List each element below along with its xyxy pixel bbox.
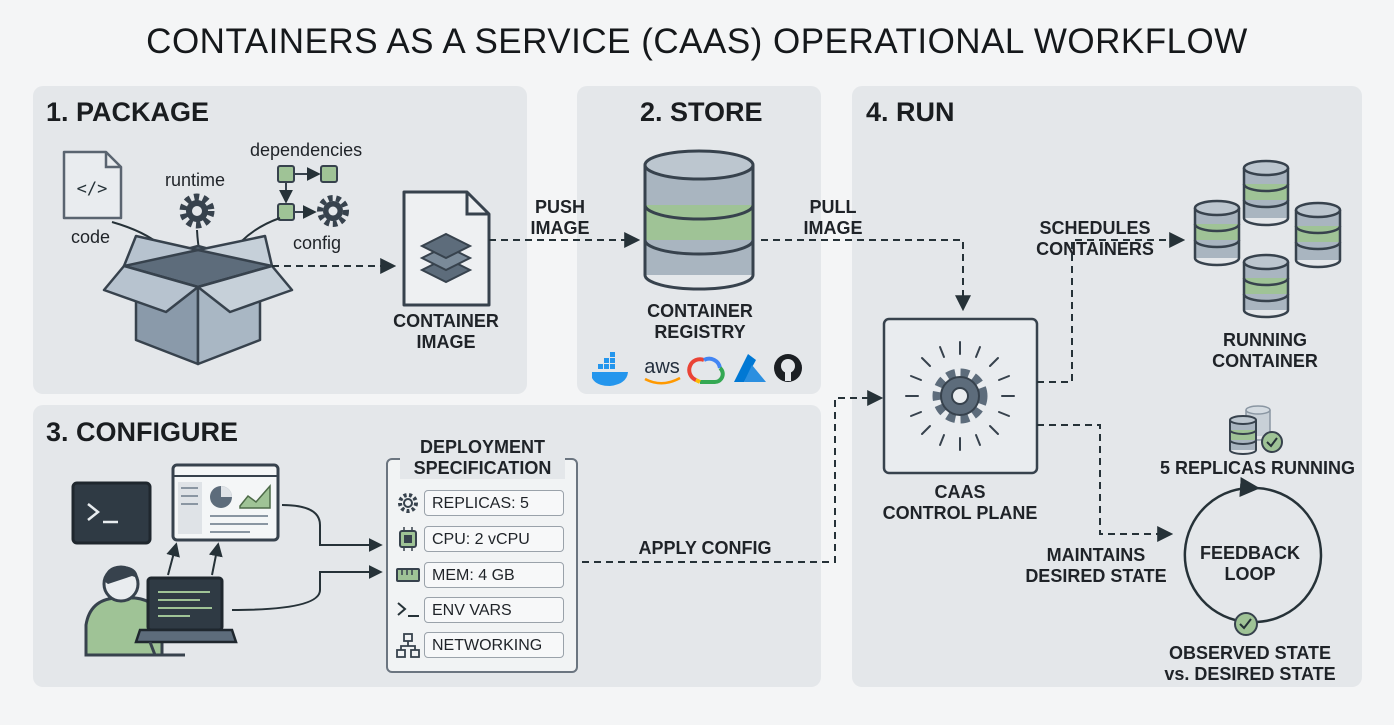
apply-config-label: APPLY CONFIG [638, 538, 772, 558]
container-registry-label-line2: REGISTRY [654, 322, 746, 342]
aws-text: aws [644, 356, 680, 378]
dependencies-graph-icon [277, 165, 338, 221]
aws-logo: aws [644, 356, 681, 385]
feedback-loop-label-line2: LOOP [1224, 564, 1276, 584]
schedules-containers-arrow [1037, 232, 1186, 383]
feedback-loop-icon [1183, 477, 1323, 636]
apply-config-arrow [582, 390, 884, 563]
pull-image-label: PULL IMAGE [793, 197, 873, 239]
laptop-to-dashboard-arrow [208, 542, 223, 576]
observed-state-label: OBSERVED STATE vs. DESIRED STATE [1160, 643, 1340, 685]
running-db-1 [1193, 199, 1241, 267]
running-db-2 [1242, 159, 1290, 227]
spec-row-env-vars: ENV VARS [424, 597, 564, 623]
running-container-databases [1193, 159, 1342, 319]
deployment-spec-title: DEPLOYMENT SPECIFICATION [400, 437, 565, 479]
configure-title: 3. CONFIGURE [46, 417, 239, 447]
spec-network-icon [396, 633, 420, 658]
observed-state-label-line2: vs. DESIRED STATE [1164, 664, 1336, 684]
github-icon [774, 354, 802, 382]
spec-terminal-icon [397, 602, 419, 617]
pull-image-label-line2: IMAGE [803, 218, 863, 238]
dashboard-to-spec-arrow [281, 504, 383, 552]
pull-image-label-line1: PULL [809, 197, 857, 217]
feedback-loop-label: FEEDBACK LOOP [1190, 543, 1310, 585]
push-image-label: PUSH IMAGE [520, 197, 600, 239]
schedules-containers-label: SCHEDULES CONTAINERS [1030, 218, 1160, 260]
store-title: 2. STORE [640, 97, 763, 127]
svg-text:</>: </> [77, 179, 108, 199]
code-label: code [71, 227, 111, 247]
running-db-3 [1294, 201, 1342, 269]
spec-row-memory: MEM: 4 GB [424, 562, 564, 588]
spec-cpu-icon [399, 527, 417, 551]
push-image-label-line2: IMAGE [530, 218, 590, 238]
container-image-label-line1: CONTAINER [393, 311, 499, 331]
deployment-spec-title-line2: SPECIFICATION [413, 458, 552, 478]
running-container-label-line1: RUNNING [1223, 330, 1307, 350]
runtime-gear-icon [179, 193, 215, 229]
spec-gear-icon [398, 493, 418, 513]
spec-memory-icon [396, 568, 420, 582]
maintains-desired-state-arrow [1037, 424, 1174, 542]
spec-row-cpu: CPU: 2 vCPU [424, 526, 564, 552]
control-plane-label: CAAS CONTROL PLANE [880, 482, 1040, 524]
replicas-running-label: 5 REPLICAS RUNNING [1160, 458, 1356, 478]
spec-row-networking: NETWORKING [424, 632, 564, 658]
pull-image-arrow [761, 239, 971, 312]
control-plane-label-line1: CAAS [934, 482, 986, 502]
run-title: 4. RUN [866, 97, 955, 127]
container-registry-label: CONTAINER REGISTRY [630, 301, 770, 343]
schedules-label-line1: SCHEDULES [1039, 218, 1151, 238]
replicas-check-icon [1261, 431, 1283, 453]
azure-icon [734, 354, 766, 382]
code-file-icon: </> [62, 150, 123, 220]
config-label: config [293, 233, 342, 253]
spec-row-replicas: REPLICAS: 5 [424, 490, 564, 516]
google-cloud-icon [687, 356, 725, 384]
control-plane-label-line2: CONTROL PLANE [882, 503, 1038, 523]
schedules-label-line2: CONTAINERS [1036, 239, 1154, 259]
dependencies-label: dependencies [250, 140, 363, 160]
replicas-db-icon [1229, 405, 1283, 455]
feedback-loop-label-line1: FEEDBACK [1199, 543, 1300, 563]
runtime-label: runtime [165, 170, 226, 190]
laptop-to-spec-arrow [231, 565, 383, 611]
laptop-icon [134, 576, 238, 657]
push-image-label-line1: PUSH [534, 197, 585, 217]
running-container-label-line2: CONTAINER [1212, 351, 1318, 371]
docker-icon [592, 352, 628, 386]
maintains-label-line1: MAINTAINS [1046, 545, 1146, 565]
package-title: 1. PACKAGE [46, 97, 210, 127]
container-image-label: CONTAINER IMAGE [381, 311, 511, 353]
page-title: CONTAINERS AS A SERVICE (CAAS) OPERATION… [146, 22, 1248, 61]
container-image-icon [402, 190, 491, 307]
maintains-desired-state-label: MAINTAINS DESIRED STATE [1022, 545, 1170, 587]
container-registry-label-line1: CONTAINER [647, 301, 753, 321]
running-container-label: RUNNING CONTAINER [1200, 330, 1330, 372]
container-image-label-line2: IMAGE [416, 332, 476, 352]
running-db-4 [1242, 253, 1290, 319]
package-box-icon [102, 234, 294, 366]
control-plane-gear-icon [905, 341, 1015, 451]
config-gear-icon [317, 195, 349, 227]
maintains-label-line2: DESIRED STATE [1025, 566, 1167, 586]
person-to-dashboard-arrow [166, 542, 180, 576]
deployment-spec-title-line1: DEPLOYMENT [419, 437, 545, 457]
terminal-window-icon [71, 481, 152, 545]
dashboard-window-icon [171, 463, 280, 542]
container-registry-database-icon [643, 149, 755, 291]
observed-state-label-line1: OBSERVED STATE [1168, 643, 1332, 663]
